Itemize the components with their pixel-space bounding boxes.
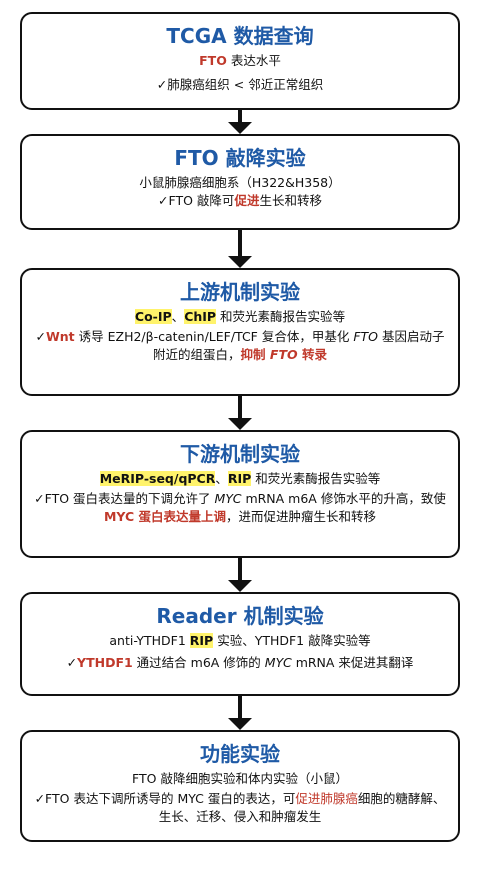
check-icon: ✓ (34, 791, 46, 806)
step-fto-knockdown: FTO 敲降实验 小鼠肺腺癌细胞系（H322&H358） ✓FTO 敲降可促进生… (20, 134, 460, 230)
step-methods: anti-YTHDF1 RIP 实验、YTHDF1 敲降实验等 (109, 633, 371, 648)
step-title: 下游机制实验 (180, 442, 300, 466)
step-reader-mechanism: Reader 机制实验 anti-YTHDF1 RIP 实验、YTHDF1 敲降… (20, 592, 460, 696)
step-downstream-mechanism: 下游机制实验 MeRIP-seq/qPCR、RIP 和荧光素酶报告实验等 ✓FT… (20, 430, 460, 558)
check-icon: ✓ (156, 77, 168, 92)
step-result: ✓FTO 敲降可促进生长和转移 (158, 193, 322, 208)
step-result: ✓FTO 表达下调所诱导的 MYC 蛋白的表达，可促进肺腺癌细胞的糖酵解、生长、… (34, 791, 446, 824)
step-methods: FTO 敲降细胞实验和体内实验（小鼠） (132, 771, 348, 786)
step-result: ✓肺腺癌组织 < 邻近正常组织 (156, 77, 324, 92)
step-methods: MeRIP-seq/qPCR、RIP 和荧光素酶报告实验等 (99, 471, 381, 486)
step-title: Reader 机制实验 (156, 604, 324, 628)
step-tcga-query: TCGA 数据查询 FTO 表达水平 ✓肺腺癌组织 < 邻近正常组织 (20, 12, 460, 110)
step-title: FTO 敲降实验 (174, 146, 306, 170)
check-icon: ✓ (66, 655, 78, 670)
check-icon: ✓ (34, 491, 45, 506)
step-result: ✓Wnt 诱导 EZH2/β-catenin/LEF/TCF 复合体，甲基化 F… (35, 329, 445, 362)
arrow-down-icon (228, 558, 252, 592)
step-title: 功能实验 (200, 742, 280, 766)
step-functional-experiments: 功能实验 FTO 敲降细胞实验和体内实验（小鼠） ✓FTO 表达下调所诱导的 M… (20, 730, 460, 842)
watermark-logo: 海量手游网 (352, 843, 473, 872)
arrow-down-icon (228, 696, 252, 730)
step-line: 小鼠肺腺癌细胞系（H322&H358） (139, 175, 341, 190)
step-methods: Co-IP、ChIP 和荧光素酶报告实验等 (134, 309, 346, 324)
check-icon: ✓ (35, 329, 46, 344)
step-result: ✓FTO 蛋白表达量的下调允许了 MYC mRNA m6A 修饰水平的升高，致使… (34, 491, 446, 524)
step-result: ✓YTHDF1 通过结合 m6A 修饰的 MYC mRNA 来促进其翻译 (66, 655, 414, 670)
step-title: 上游机制实验 (180, 280, 300, 304)
check-icon: ✓ (158, 193, 169, 208)
arrow-down-icon (228, 110, 252, 134)
step-upstream-mechanism: 上游机制实验 Co-IP、ChIP 和荧光素酶报告实验等 ✓Wnt 诱导 EZH… (20, 268, 460, 396)
arrow-down-icon (228, 230, 252, 268)
step-line: FTO 表达水平 (199, 53, 281, 68)
step-title: TCGA 数据查询 (166, 24, 314, 48)
arrow-down-icon (228, 396, 252, 430)
